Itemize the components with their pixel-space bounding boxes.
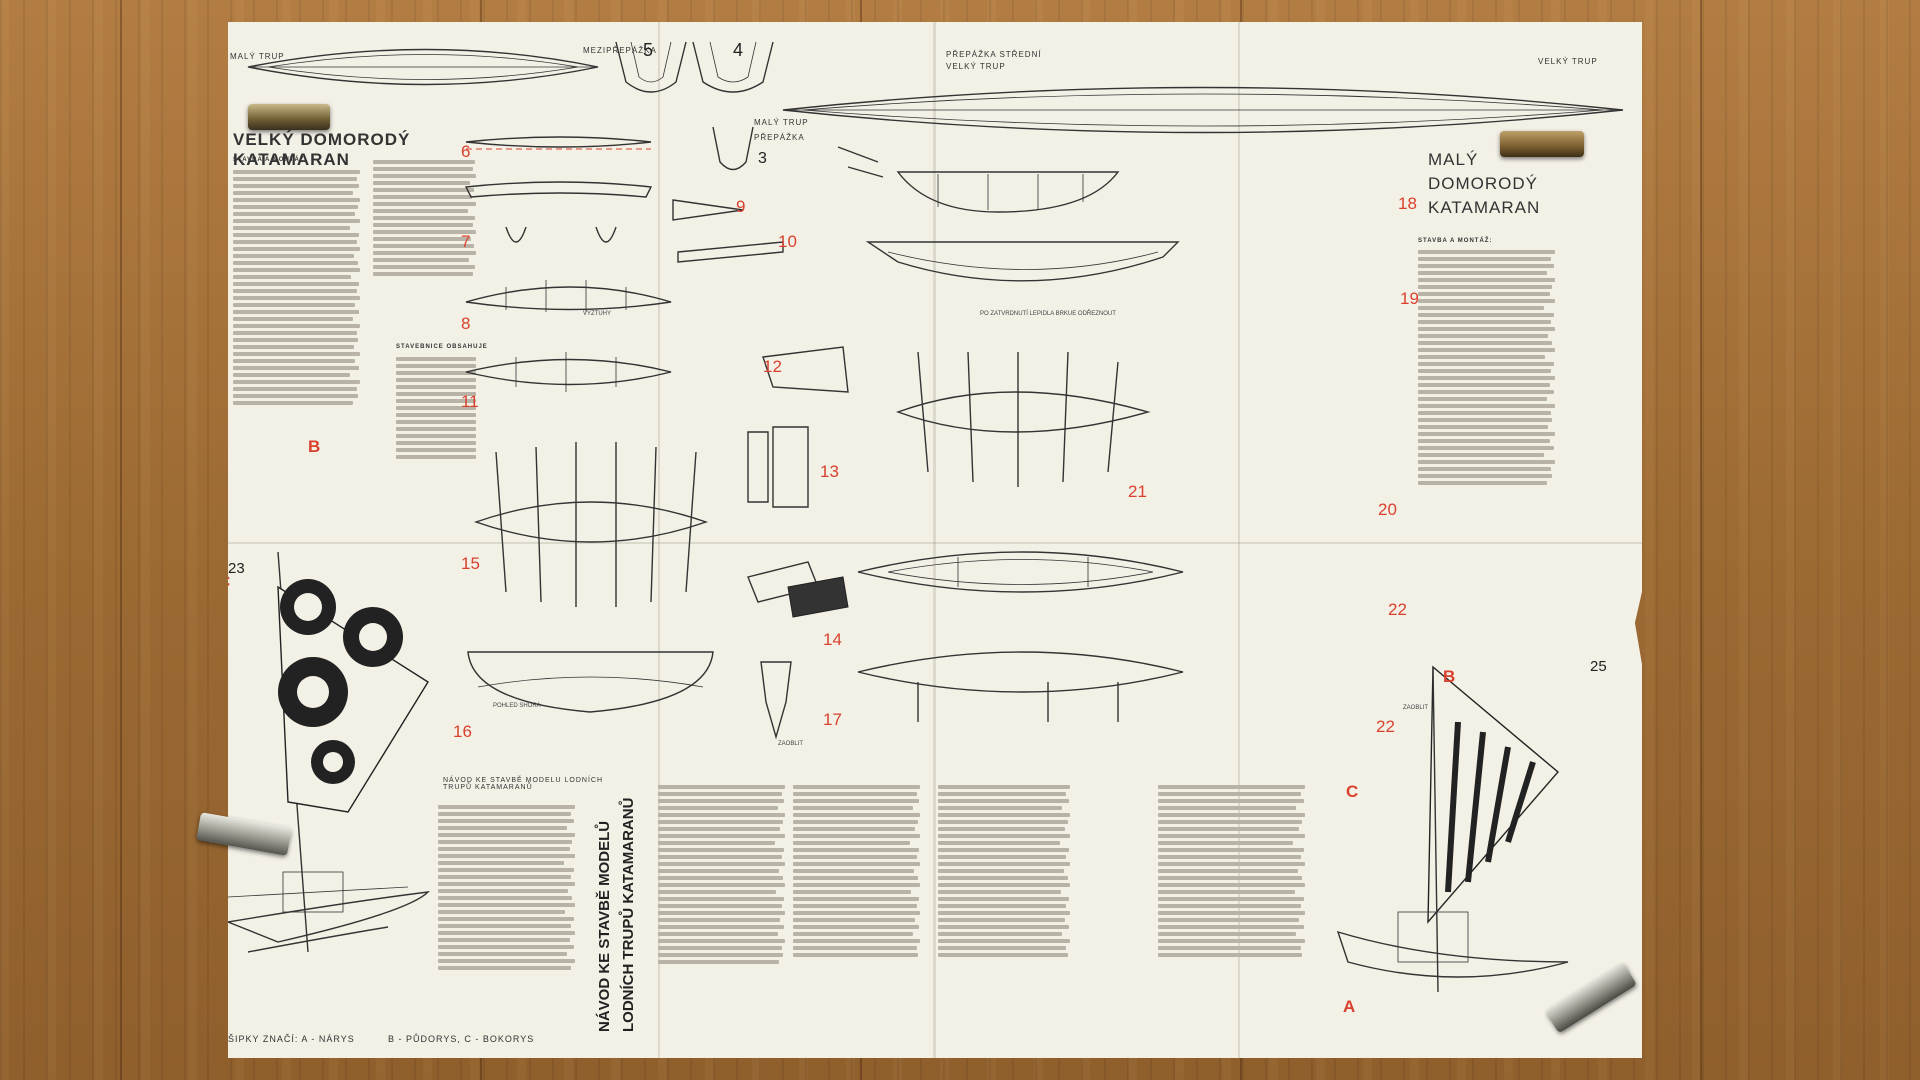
arrow-c-small: C xyxy=(1346,782,1359,801)
label-maly-trup: MALÝ TRUP xyxy=(230,52,285,61)
right-title-line-1: MALÝ xyxy=(1428,150,1479,169)
step-number-18: 18 xyxy=(1398,194,1417,213)
large-catamaran-drawing xyxy=(228,551,430,953)
right-lower-text-column xyxy=(1158,782,1308,960)
bulkhead-3 xyxy=(712,126,754,171)
right-title-line-3: KATAMARAN xyxy=(1428,198,1541,217)
left-stavba-heading: STAVBA A MONTÁŽ: xyxy=(233,157,308,163)
step-11-hull-frame xyxy=(465,352,672,392)
step-19-hull-base xyxy=(865,241,1180,282)
label-prepazka: PŘEPÁŽKA xyxy=(754,133,805,142)
arrow-c-large: C xyxy=(228,572,230,592)
step-number-16: 16 xyxy=(453,722,472,741)
label-vyztuhy: VÝZTUHY xyxy=(583,311,612,317)
step-number-22: 22 xyxy=(1388,600,1407,619)
step-16-hull-top xyxy=(467,651,714,713)
right-title-line-2: DOMORODÝ xyxy=(1428,174,1538,193)
label-maly-trup-mid: MALÝ TRUP xyxy=(754,118,809,127)
step-17-detail xyxy=(760,661,792,740)
label-zaoblit-2: ZAOBLIT xyxy=(1403,705,1429,711)
step-number-8: 8 xyxy=(461,314,471,333)
step-18-hull xyxy=(837,146,1120,213)
battery-weight-top-left xyxy=(248,104,330,130)
center-heading: NÁVOD KE STAVBĚ MODELU LODNÍCH TRUPŮ KAT… xyxy=(443,777,604,791)
left-main-title: VELKÝ DOMORODÝ KATAMARAN xyxy=(233,130,411,169)
step-number-12: 12 xyxy=(763,357,782,376)
arrows-legend-bc: B - PŮDORYS, C - BOKORYS xyxy=(388,1034,535,1044)
step-number-10: 10 xyxy=(778,232,797,251)
step-15-hull-with-struts xyxy=(473,442,709,607)
battery-weight-top-right xyxy=(1500,131,1584,157)
step-9-detail xyxy=(672,199,744,221)
step-number-13: 13 xyxy=(820,462,839,481)
step-number-17: 17 xyxy=(823,710,842,729)
small-catamaran-drawing xyxy=(1336,665,1569,993)
step-6-hull-side xyxy=(465,136,652,150)
fold-line xyxy=(658,22,660,1058)
step-7-hull-assembly xyxy=(464,181,653,243)
floor-seam xyxy=(120,0,122,1080)
bulkhead-5 xyxy=(615,41,687,93)
bulkhead-4 xyxy=(692,41,774,93)
center-text-column-4 xyxy=(938,782,1073,960)
label-velky-trup-right: VELKÝ TRUP xyxy=(1538,57,1598,66)
step-number-9: 9 xyxy=(736,197,746,216)
step-10-keel xyxy=(677,241,784,263)
step-number-5: 5 xyxy=(643,40,654,60)
step-number-14: 14 xyxy=(823,630,842,649)
step-21-hull-struts xyxy=(895,351,1151,487)
fold-line xyxy=(228,542,1642,544)
arrow-a-small: A xyxy=(1343,997,1356,1016)
step-number-15: 15 xyxy=(461,554,480,573)
left-text-column-1 xyxy=(233,167,363,408)
center-text-column-1 xyxy=(438,802,578,973)
step-number-6: 6 xyxy=(461,142,471,161)
step-number-19: 19 xyxy=(1400,289,1419,308)
step-23-hull-assembly xyxy=(857,651,1184,722)
label-pohled-shora: POHLED SHORA xyxy=(493,703,541,709)
left-text-column-2 xyxy=(373,157,478,279)
parts-list xyxy=(396,354,476,462)
center-text-column-3 xyxy=(793,782,923,960)
step-13-block xyxy=(747,426,809,508)
floor-seam xyxy=(1700,0,1702,1080)
step-number-25: 25 xyxy=(1590,658,1607,675)
step-14-detail xyxy=(747,561,849,618)
fold-line xyxy=(1238,22,1240,1058)
arrow-b-small: B xyxy=(1443,667,1456,686)
step-22-hull-top xyxy=(857,551,1184,593)
fold-line xyxy=(933,22,936,1058)
center-text-column-2 xyxy=(658,782,788,967)
label-zaoblit: ZAOBLIT xyxy=(778,741,804,747)
step-number-7: 7 xyxy=(461,232,471,251)
step-12-detail xyxy=(762,346,849,393)
arrows-legend-a: ŠIPKY ZNAČÍ: A - NÁRYS xyxy=(228,1034,355,1044)
label-po-zatvrdnuti: PO ZATVRDNUTÍ LEPIDLA BRKUE ODŘEZNOUT xyxy=(980,311,1116,317)
arrow-b-large: B xyxy=(308,437,321,456)
vertical-title-2: LODNÍCH TRUPŮ KATAMARANŮ xyxy=(620,797,637,1032)
label-velky-trup: VELKÝ TRUP xyxy=(946,62,1006,71)
right-stavba-heading: STAVBA A MONTÁŽ: xyxy=(1418,238,1493,244)
small-hull-top-plan xyxy=(247,48,599,86)
label-prepazka-stredni: PŘEPÁŽKA STŘEDNÍ xyxy=(946,50,1042,59)
step-number-24: 23 xyxy=(228,560,245,577)
step-number-20: 20 xyxy=(1378,500,1397,519)
label-meziprepazka: MEZIPŘEPÁŽKA xyxy=(583,46,657,55)
right-text-column xyxy=(1418,247,1558,488)
step-number-3: 3 xyxy=(758,150,767,167)
step-number-11: 11 xyxy=(461,392,479,411)
step-number-21: 21 xyxy=(1128,482,1147,501)
step-8-hull-frame xyxy=(465,280,672,312)
large-hull-top-plan xyxy=(782,86,1624,134)
step-number-4: 4 xyxy=(733,40,744,60)
stavebnice-heading: STAVEBNICE OBSAHUJE xyxy=(396,344,488,350)
vertical-title-1: NÁVOD KE STAVBĚ MODELŮ xyxy=(596,820,613,1032)
step-number-23: 22 xyxy=(1376,717,1395,736)
instruction-sheet: MALÝ TRUP PŘEPÁŽKA STŘEDNÍ VELKÝ TRUP VE… xyxy=(228,22,1642,1058)
